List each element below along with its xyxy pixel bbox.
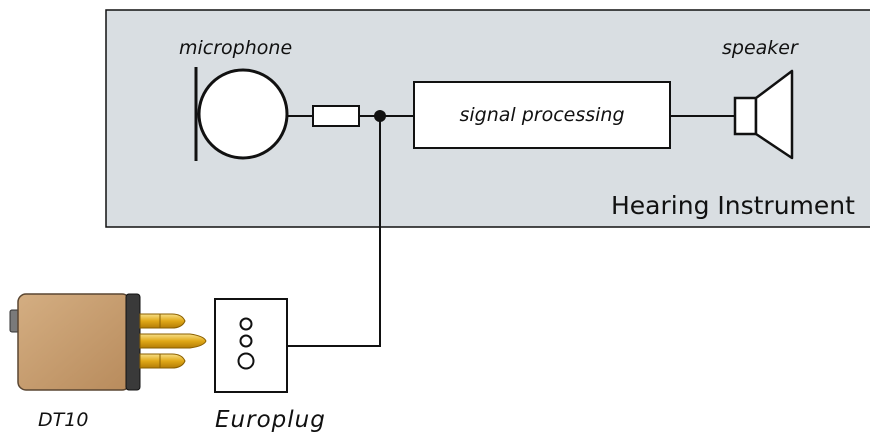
europlug-socket: [214, 298, 288, 393]
dt10-device-icon: [9, 293, 207, 391]
wire-junction-europlug: [287, 116, 381, 347]
resistor-component: [312, 105, 360, 127]
microphone-label: microphone: [179, 37, 292, 59]
signal-processing-box: [413, 81, 671, 149]
signal-processing-label: signal processing: [459, 104, 624, 126]
speaker-label: speaker: [722, 37, 799, 59]
europlug-label: Europlug: [215, 407, 326, 433]
dt10-label: DT10: [38, 409, 88, 431]
microphone-icon: [194, 67, 289, 161]
hearing-instrument-label: Hearing Instrument: [611, 191, 855, 220]
speaker-icon: [733, 69, 794, 160]
